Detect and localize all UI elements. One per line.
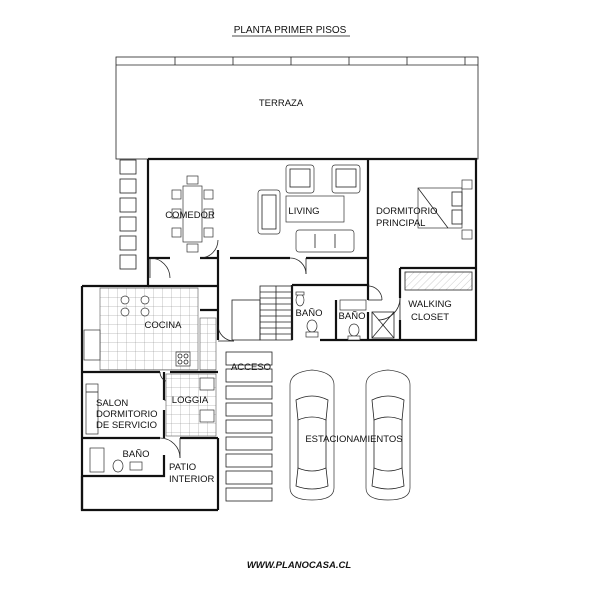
room-label-loggia: LOGGIA — [172, 395, 209, 406]
kitchen-floor — [83, 287, 217, 371]
room-label-dormitorio-1: DORMITORIO — [376, 206, 438, 217]
room-label-walking-1: WALKING — [408, 299, 451, 310]
master-bed — [417, 179, 473, 240]
room-label-patio-1: PATIO — [169, 462, 196, 473]
dining-table — [171, 175, 214, 253]
room-label-living: LIVING — [288, 206, 319, 217]
room-label-acceso: ACCESO — [231, 362, 271, 373]
car-left — [289, 369, 335, 501]
staircase — [231, 285, 293, 341]
room-label-salon-3: DE SERVICIO — [96, 420, 157, 431]
room-label-walking-2: CLOSET — [411, 312, 449, 323]
access-path — [225, 351, 273, 502]
car-right — [365, 369, 411, 501]
room-label-bano-3: BAÑO — [123, 449, 150, 460]
room-label-bano-1: BAÑO — [296, 308, 323, 319]
service-room-furniture — [85, 383, 143, 473]
room-label-estacionamientos: ESTACIONAMIENTOS — [305, 434, 402, 445]
room-label-cocina: COCINA — [145, 320, 183, 331]
room-label-comedor: COMEDOR — [165, 210, 215, 221]
living-furniture — [257, 164, 361, 253]
room-label-bano-2: BAÑO — [339, 311, 366, 322]
room-label-dormitorio-2: PRINCIPAL — [376, 218, 425, 229]
plan-title: PLANTA PRIMER PISOS — [234, 25, 347, 36]
stepping-stones — [119, 159, 137, 270]
room-label-salon-2: DORMITORIO — [96, 409, 158, 420]
door-swings — [149, 239, 401, 459]
loggia-floor — [165, 373, 217, 437]
website-footer: WWW.PLANOCASA.CL — [247, 560, 352, 571]
room-label-salon-1: SALON — [96, 398, 128, 409]
interior-walls — [82, 160, 476, 478]
bathroom-fixtures — [295, 291, 367, 341]
terrace: TERRAZA — [115, 56, 479, 160]
closet-shelves — [371, 271, 473, 339]
room-label-terraza: TERRAZA — [259, 98, 304, 109]
room-label-patio-2: INTERIOR — [169, 474, 215, 485]
